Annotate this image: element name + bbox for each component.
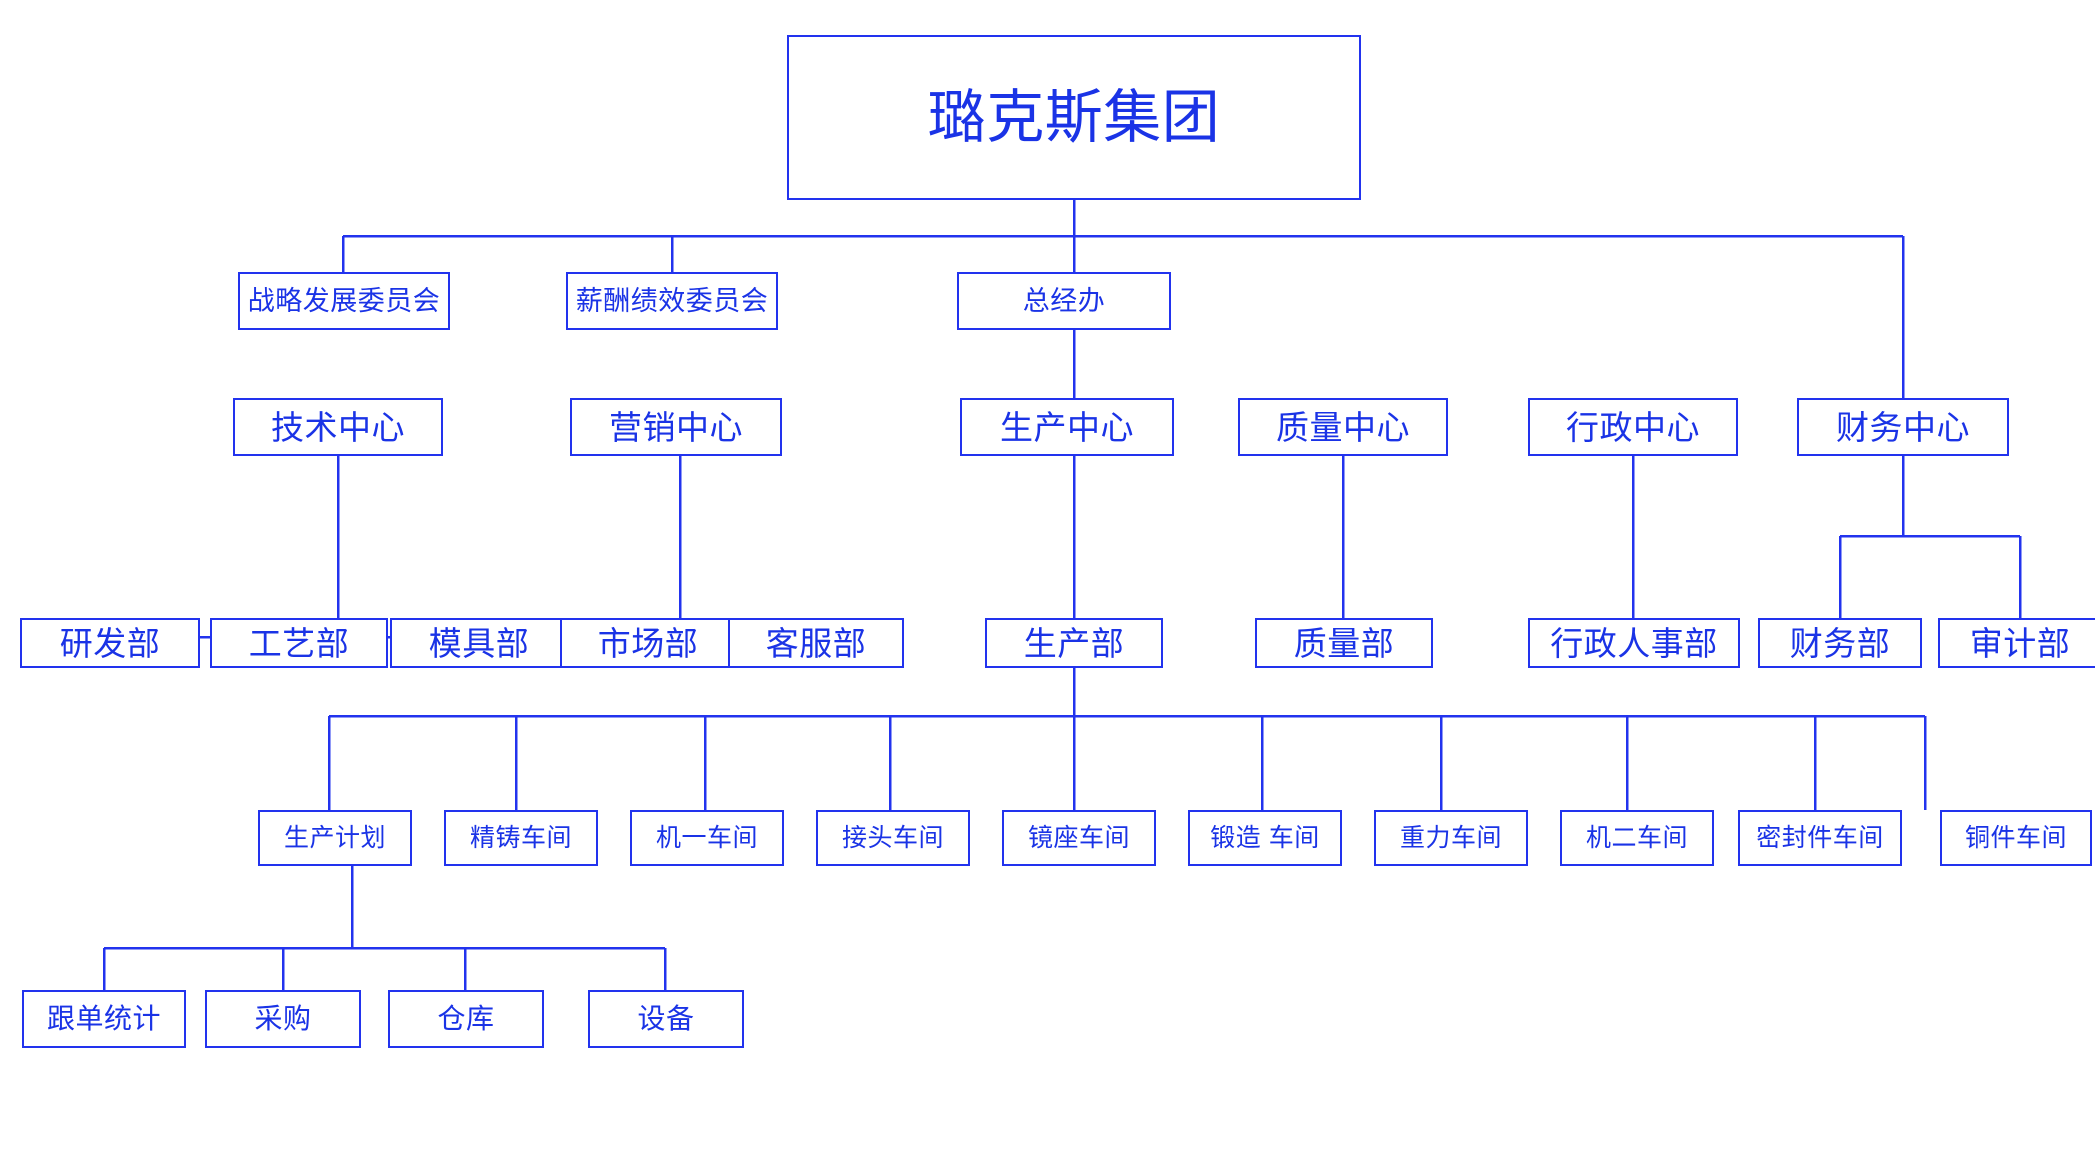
node-root[interactable]: 璐克斯集团 (787, 35, 1361, 200)
node-label: 镜座车间 (1027, 823, 1130, 852)
node-plan-equipment[interactable]: 设备 (588, 990, 744, 1048)
node-label: 工艺部 (248, 624, 350, 662)
node-dept-quality[interactable]: 质量部 (1255, 618, 1433, 668)
node-label: 接头车间 (841, 823, 944, 852)
node-label: 生产中心 (1000, 408, 1134, 446)
node-workshop-production-plan[interactable]: 生产计划 (258, 810, 412, 866)
node-label: 生产计划 (283, 823, 386, 852)
node-workshop-machine-one[interactable]: 机一车间 (630, 810, 784, 866)
node-label: 精铸车间 (469, 823, 572, 852)
node-plan-order-tracking[interactable]: 跟单统计 (22, 990, 186, 1048)
node-plan-warehouse[interactable]: 仓库 (388, 990, 544, 1048)
node-dept-admin-hr[interactable]: 行政人事部 (1528, 618, 1740, 668)
node-workshop-seal-parts[interactable]: 密封件车间 (1738, 810, 1902, 866)
node-center-quality[interactable]: 质量中心 (1238, 398, 1448, 456)
node-label: 仓库 (437, 1003, 495, 1034)
node-dept-rd[interactable]: 研发部 (20, 618, 200, 668)
node-label: 机一车间 (655, 823, 758, 852)
node-dept-market[interactable]: 市场部 (560, 618, 736, 668)
node-label: 财务部 (1789, 624, 1891, 662)
node-workshop-mirror-base[interactable]: 镜座车间 (1002, 810, 1156, 866)
node-dept-audit[interactable]: 审计部 (1938, 618, 2095, 668)
node-dept-process[interactable]: 工艺部 (210, 618, 388, 668)
node-label: 跟单统计 (46, 1003, 161, 1034)
node-label: 薪酬绩效委员会 (575, 285, 769, 316)
node-dept-mold[interactable]: 模具部 (390, 618, 568, 668)
node-workshop-gravity[interactable]: 重力车间 (1374, 810, 1528, 866)
node-center-finance[interactable]: 财务中心 (1797, 398, 2009, 456)
node-dept-production[interactable]: 生产部 (985, 618, 1163, 668)
node-label: 设备 (637, 1003, 695, 1034)
node-dept-finance[interactable]: 财务部 (1758, 618, 1922, 668)
node-label: 战略发展委员会 (247, 285, 441, 316)
node-workshop-copper-parts[interactable]: 铜件车间 (1940, 810, 2092, 866)
node-label: 审计部 (1969, 624, 2071, 662)
node-label: 模具部 (428, 624, 530, 662)
node-committee-compensation[interactable]: 薪酬绩效委员会 (566, 272, 778, 330)
node-label: 锻造 车间 (1210, 823, 1320, 852)
node-label: 采购 (254, 1003, 312, 1034)
node-center-administration[interactable]: 行政中心 (1528, 398, 1738, 456)
node-label: 财务中心 (1836, 408, 1970, 446)
node-center-production[interactable]: 生产中心 (960, 398, 1174, 456)
node-label: 铜件车间 (1964, 823, 2067, 852)
node-label: 机二车间 (1585, 823, 1688, 852)
node-label: 市场部 (597, 624, 699, 662)
node-label: 营销中心 (609, 408, 743, 446)
node-label: 质量部 (1293, 624, 1395, 662)
node-workshop-forging[interactable]: 锻造 车间 (1188, 810, 1342, 866)
node-committee-strategy[interactable]: 战略发展委员会 (238, 272, 450, 330)
node-dept-customer-service[interactable]: 客服部 (728, 618, 904, 668)
node-root-label: 璐克斯集团 (927, 84, 1221, 150)
node-committee-gm-office[interactable]: 总经办 (957, 272, 1171, 330)
node-workshop-precision-casting[interactable]: 精铸车间 (444, 810, 598, 866)
node-label: 生产部 (1023, 624, 1125, 662)
node-center-marketing[interactable]: 营销中心 (570, 398, 782, 456)
node-label: 技术中心 (271, 408, 405, 446)
node-label: 研发部 (59, 624, 161, 662)
node-label: 总经办 (1022, 285, 1106, 316)
node-label: 质量中心 (1276, 408, 1410, 446)
node-label: 行政中心 (1566, 408, 1700, 446)
node-label: 重力车间 (1399, 823, 1502, 852)
node-label: 密封件车间 (1756, 823, 1884, 852)
node-workshop-machine-two[interactable]: 机二车间 (1560, 810, 1714, 866)
node-label: 客服部 (765, 624, 867, 662)
node-center-technology[interactable]: 技术中心 (233, 398, 443, 456)
node-label: 行政人事部 (1550, 624, 1718, 662)
node-plan-purchasing[interactable]: 采购 (205, 990, 361, 1048)
node-workshop-joint[interactable]: 接头车间 (816, 810, 970, 866)
